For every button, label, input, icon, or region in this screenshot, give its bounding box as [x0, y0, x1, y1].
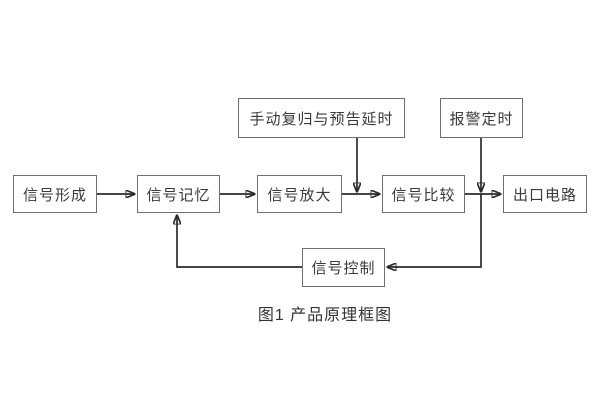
node-signal-forming: 信号形成	[13, 175, 97, 213]
node-signal-compare: 信号比较	[382, 175, 465, 213]
arrow-control-to-memory	[177, 215, 302, 268]
arrow-junction-to-control	[387, 194, 482, 267]
node-alarm-timing: 报警定时	[440, 98, 523, 138]
node-signal-memory: 信号记忆	[137, 175, 220, 213]
node-manual-reset-delay: 手动复归与预告延时	[238, 98, 405, 138]
node-signal-amplify: 信号放大	[257, 175, 342, 213]
node-output-circuit: 出口电路	[503, 175, 587, 213]
figure-caption: 图1 产品原理框图	[257, 307, 393, 324]
node-signal-control: 信号控制	[302, 248, 385, 287]
